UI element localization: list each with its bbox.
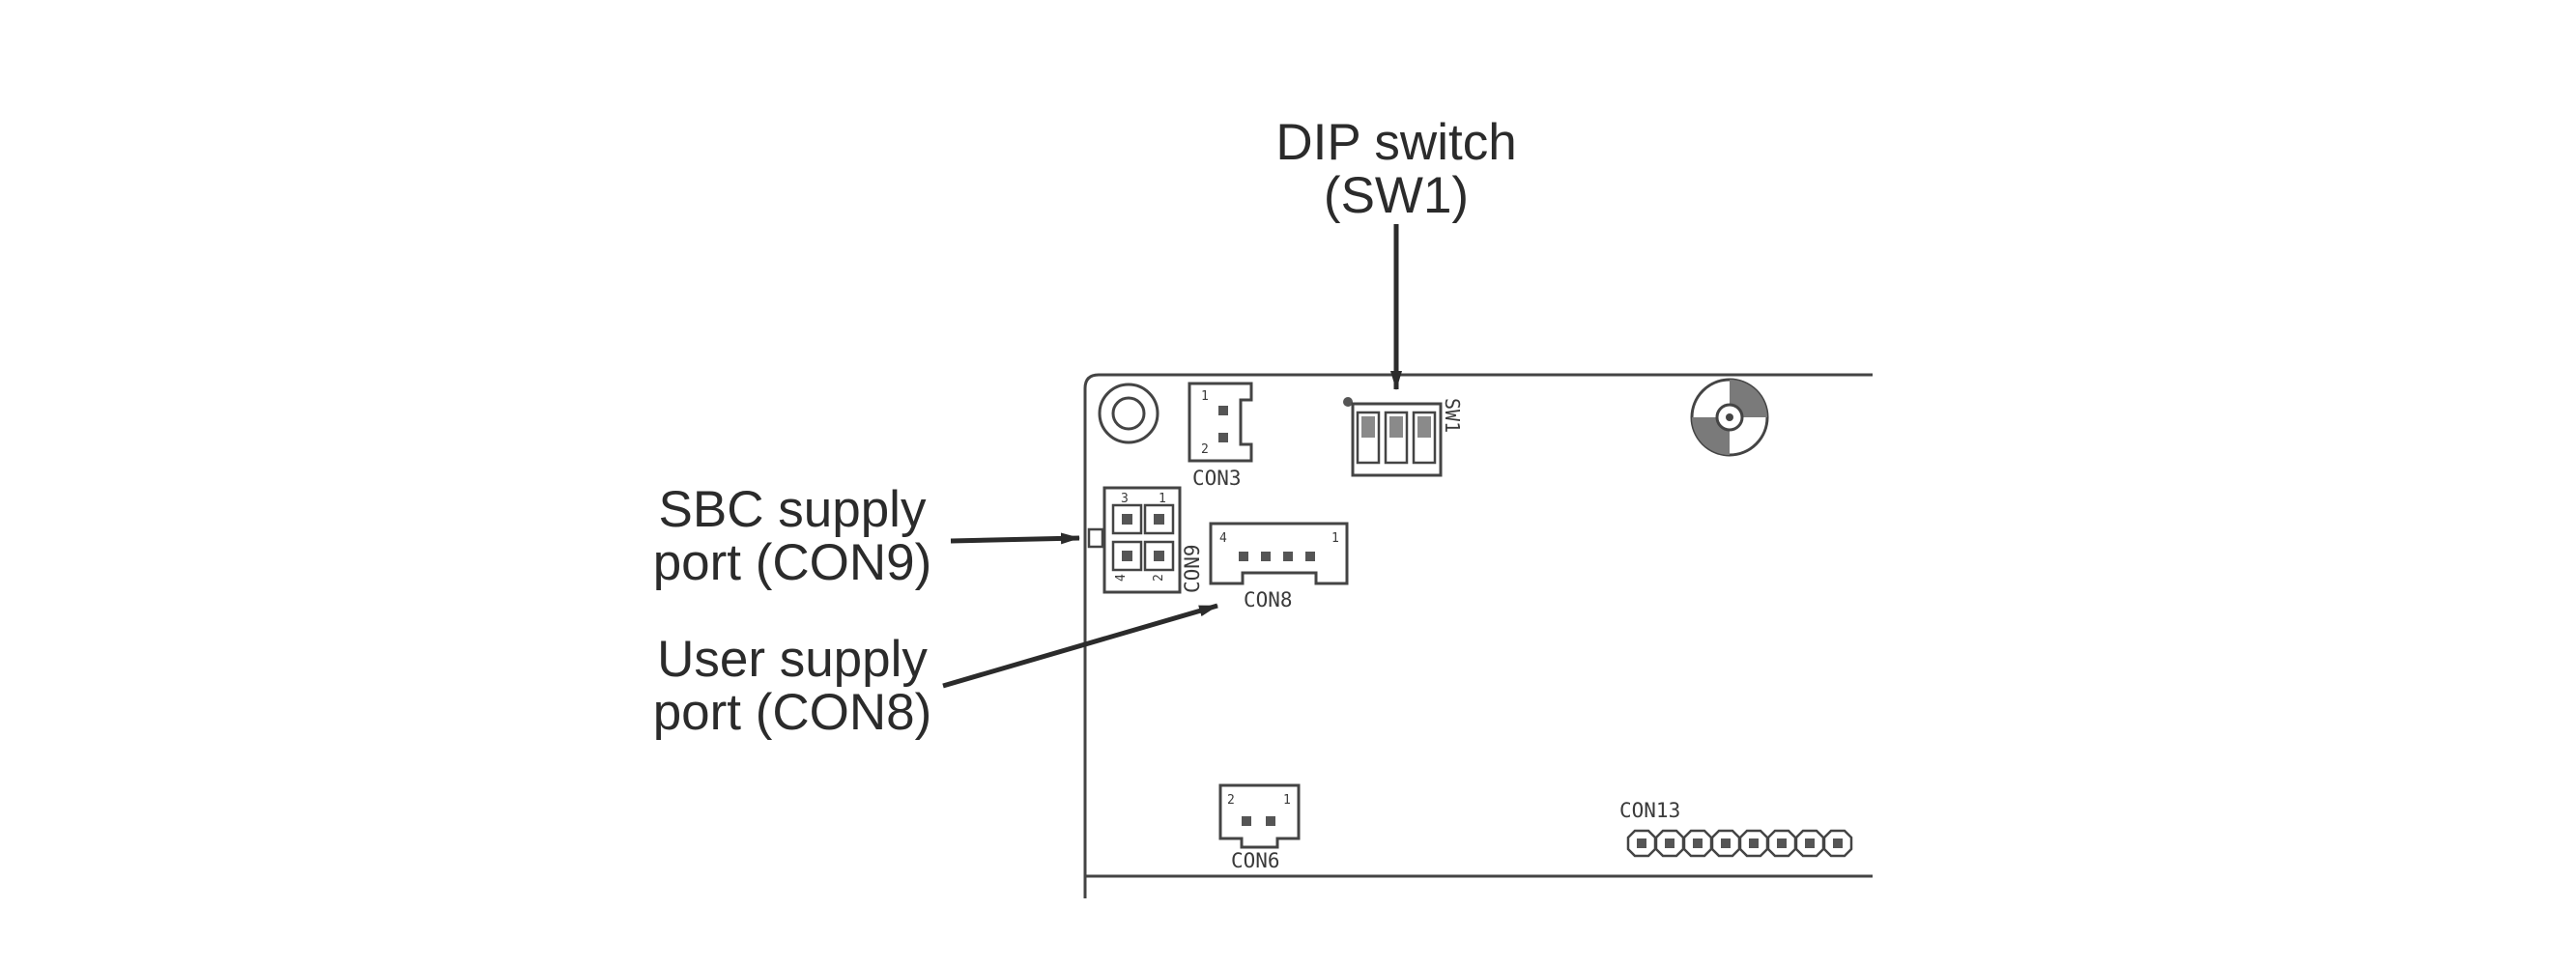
con9-pin2-label: 2 — [1152, 574, 1166, 582]
con8-pin1-label: 1 — [1331, 531, 1339, 546]
con9-pin3-label: 3 — [1121, 492, 1129, 506]
con6-pin2-label: 2 — [1227, 793, 1235, 808]
con8-connector: 4 1 CON8 — [1209, 522, 1349, 611]
user-supply-callout-line1: User supply — [657, 631, 928, 688]
con6-connector: 2 1 CON6 — [1218, 783, 1301, 872]
con13-pin-pad — [1794, 829, 1825, 858]
con13-pin-pad — [1710, 829, 1741, 858]
con13-pin-pad — [1738, 829, 1769, 858]
fiducial-marker — [1690, 378, 1769, 457]
con13-pin-pad — [1822, 829, 1853, 858]
con13-pin-hole — [1805, 838, 1815, 848]
con9-pin1-label: 1 — [1159, 492, 1166, 506]
con13-pin-hole — [1637, 838, 1646, 848]
con13-pin-hole — [1777, 838, 1787, 848]
con13-pin-pad — [1626, 829, 1657, 858]
sbc-supply-callout-line2: port (CON9) — [652, 534, 932, 591]
con9-label: CON9 — [1181, 544, 1204, 593]
con3-pin2-label: 2 — [1201, 442, 1209, 457]
con13-pin-hole — [1665, 838, 1674, 848]
con13-pin-pad — [1766, 829, 1797, 858]
con3-pin1-label: 1 — [1201, 389, 1209, 404]
dip-switch-callout-line2: (SW1) — [1323, 167, 1470, 224]
con9-connector: 3 1 4 2 CON9 — [1087, 486, 1204, 594]
sw1-dip-switch: SW1 — [1343, 397, 1464, 477]
dip-switch-callout: DIP switch (SW1) — [1246, 116, 1546, 222]
user-supply-callout: User supply port (CON8) — [638, 633, 947, 739]
con13-pin-hole — [1721, 838, 1731, 848]
con13-pin-hole — [1693, 838, 1703, 848]
con6-label: CON6 — [1231, 849, 1280, 872]
con6-pin1-label: 1 — [1283, 793, 1291, 808]
sw1-label: SW1 — [1441, 398, 1464, 433]
user-supply-callout-line2: port (CON8) — [652, 684, 932, 741]
con3-connector: 1 2 CON3 — [1188, 382, 1253, 490]
con8-pin4-label: 4 — [1219, 531, 1227, 546]
con13-pin-hole — [1833, 838, 1843, 848]
con13-pin-pad — [1682, 829, 1713, 858]
sbc-supply-arrow — [950, 532, 1080, 545]
con8-label: CON8 — [1244, 588, 1293, 611]
sbc-supply-callout: SBC supply port (CON9) — [638, 483, 947, 589]
con13-pin-pad — [1654, 829, 1685, 858]
mounting-hole — [1098, 383, 1159, 444]
board-outline — [1083, 373, 1873, 898]
dip-switch-callout-line1: DIP switch — [1275, 114, 1517, 171]
con13-header: CON13 — [1619, 799, 1853, 858]
con3-label: CON3 — [1192, 467, 1242, 490]
user-supply-arrow — [942, 603, 1218, 689]
con13-pin-hole — [1749, 838, 1759, 848]
con9-pin4-label: 4 — [1114, 574, 1129, 582]
sbc-supply-callout-line1: SBC supply — [658, 481, 927, 538]
con13-label: CON13 — [1619, 799, 1680, 822]
